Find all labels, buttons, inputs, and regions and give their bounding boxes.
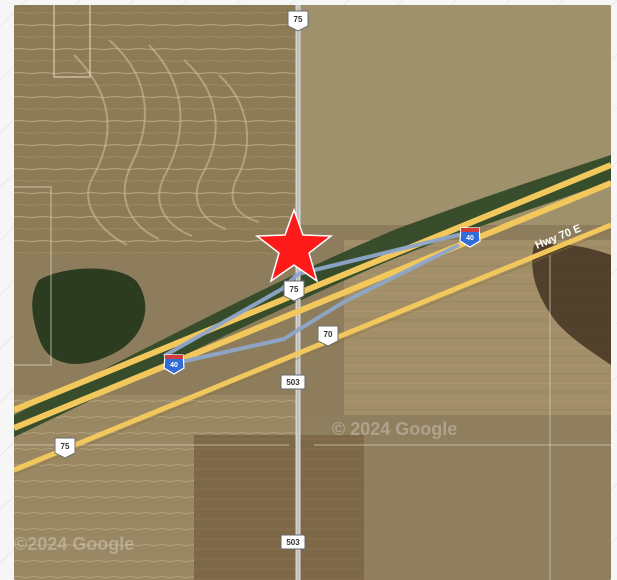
satellite-map: © 2024 Google ©2024 Google 75 75 75 40	[14, 5, 611, 580]
shield-75-left: 75	[54, 437, 76, 459]
hwy-70-road	[14, 222, 611, 473]
svg-text:503: 503	[286, 378, 300, 387]
interstate-40-southbound	[14, 180, 611, 431]
shield-40-left: 40	[163, 354, 185, 375]
field-boundary-top	[53, 5, 91, 78]
watermark-corner: ©2024 Google	[14, 534, 134, 554]
forest-left-block	[32, 268, 146, 364]
forest-right-block	[532, 243, 611, 365]
ramp-southeast	[296, 243, 460, 332]
interstate-40-northbound	[14, 162, 611, 413]
map-view[interactable]: © 2024 Google ©2024 Google 75 75 75 40	[14, 5, 611, 580]
shield-75-top: 75	[287, 10, 309, 32]
svg-text:40: 40	[170, 362, 178, 369]
field-bottom-center	[194, 435, 364, 580]
shield-75-center: 75	[283, 280, 305, 302]
field-top-left	[14, 5, 298, 255]
svg-text:75: 75	[290, 285, 299, 294]
watermark-center: © 2024 Google	[332, 419, 457, 439]
field-boundary-left	[14, 186, 52, 366]
svg-text:70: 70	[324, 330, 333, 339]
ramp-southwest	[166, 328, 300, 367]
shield-40-right: 40	[459, 227, 481, 248]
hwy-70-road-dark-edge	[14, 229, 611, 476]
shield-503-lower: 503	[280, 534, 306, 550]
shield-70: 70	[317, 325, 339, 347]
ramp-northwest	[163, 272, 300, 358]
svg-text:75: 75	[294, 15, 303, 24]
terrace-lines	[73, 39, 260, 246]
svg-text:40: 40	[466, 235, 474, 242]
svg-text:503: 503	[286, 538, 300, 547]
svg-text:75: 75	[61, 442, 70, 451]
location-star-marker	[254, 207, 334, 283]
shield-503-upper: 503	[280, 374, 306, 390]
